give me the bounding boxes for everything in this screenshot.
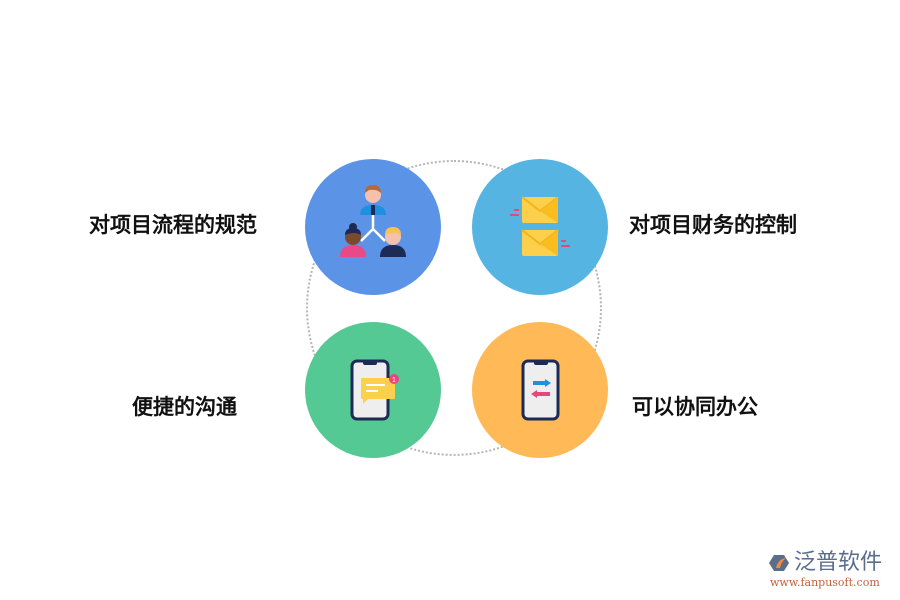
phone-message-icon: 1 xyxy=(350,359,399,421)
brand-url: www.fanpusoft.com xyxy=(770,576,880,589)
fanpu-logo-icon xyxy=(769,555,789,571)
node-convenient-communication: 1 xyxy=(305,322,441,458)
brand-name: 泛普软件 xyxy=(794,550,883,575)
brand-logo: 泛普软件 www.fanpusoft.com xyxy=(768,551,896,589)
node-collaborative-office xyxy=(472,322,608,458)
team-hierarchy-icon xyxy=(340,185,406,257)
phone-transfer-icon xyxy=(521,359,560,421)
label-convenient-communication: 便捷的沟通 xyxy=(132,395,237,419)
envelopes-icon xyxy=(510,196,570,256)
dotted-connector-ring xyxy=(306,160,602,456)
node-process-standard xyxy=(305,159,441,295)
label-collaborative-office: 可以协同办公 xyxy=(632,395,758,419)
svg-text:1: 1 xyxy=(392,377,396,384)
node-finance-control xyxy=(472,159,608,295)
label-finance-control: 对项目财务的控制 xyxy=(629,213,797,237)
label-process-standard: 对项目流程的规范 xyxy=(89,213,257,237)
